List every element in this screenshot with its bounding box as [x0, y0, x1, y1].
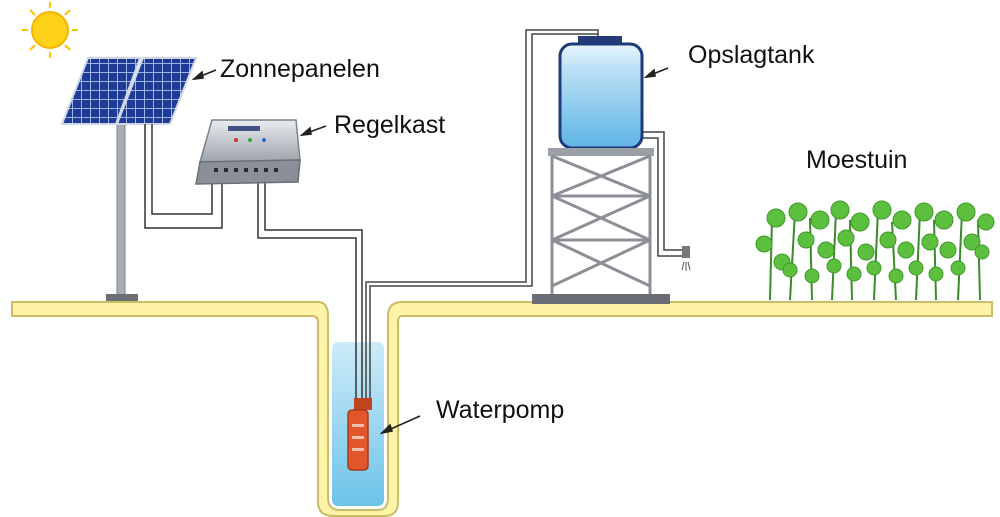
solar-panel-icon — [60, 57, 198, 304]
water-tank-icon — [558, 36, 644, 150]
label-zonnepanelen: Zonnepanelen — [220, 55, 380, 83]
label-arrows — [191, 67, 669, 435]
water-pipe — [365, 29, 684, 402]
label-opslagtank: Opslagtank — [688, 41, 815, 69]
wiring — [144, 124, 363, 402]
plant-icon — [755, 200, 995, 301]
sun-icon — [22, 2, 78, 58]
controller-box-icon — [195, 119, 301, 185]
tap-icon — [681, 246, 691, 271]
submersible-pump-icon — [347, 398, 372, 471]
tower-base — [532, 294, 670, 304]
label-regelkast: Regelkast — [334, 111, 446, 139]
label-moestuin: Moestuin — [806, 146, 908, 174]
label-waterpomp: Waterpomp — [436, 396, 565, 424]
tank-tower — [548, 148, 654, 294]
